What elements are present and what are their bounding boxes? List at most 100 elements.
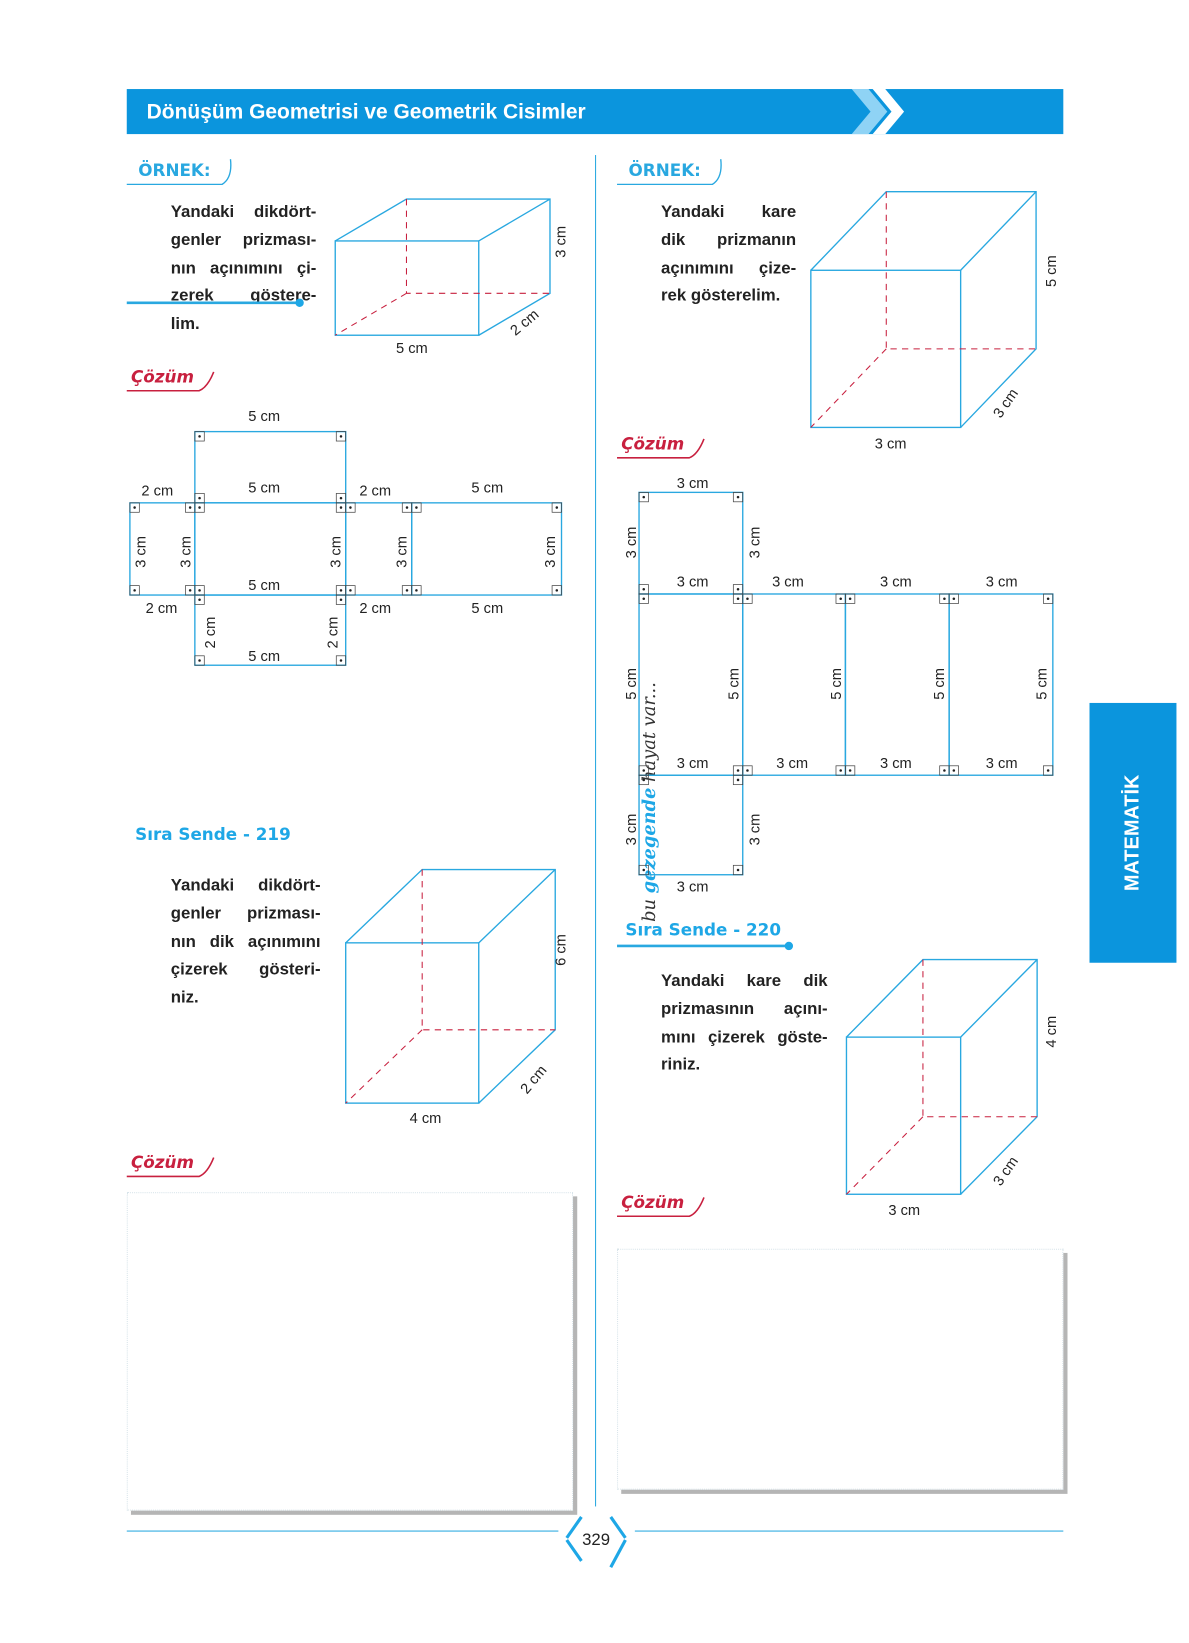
right-angle-icon — [939, 765, 950, 776]
right-angle-icon — [845, 593, 856, 604]
right-angle-icon — [194, 502, 205, 513]
right-angle-dot — [339, 598, 343, 602]
right-angle-dot — [198, 589, 201, 592]
right-angle-dot — [943, 597, 946, 600]
svg-text:3 cm: 3 cm — [328, 536, 344, 568]
svg-text:3 cm: 3 cm — [624, 814, 640, 846]
right-angle-icon — [835, 765, 846, 776]
dimension-label: 3 cm — [888, 1203, 920, 1219]
exercise-tag: Sıra Sende - 220 — [625, 919, 782, 940]
solution-tag: Çözüm — [621, 433, 685, 454]
right-angle-icon — [411, 585, 422, 596]
svg-text:3 cm: 3 cm — [776, 756, 808, 772]
right-angle-dot — [736, 495, 740, 499]
dimension-label: 3 cm — [875, 436, 907, 452]
svg-text:3 cm: 3 cm — [677, 476, 709, 492]
right-angle-dot — [943, 769, 946, 772]
svg-text:3 cm: 3 cm — [394, 536, 410, 568]
right-angle-icon — [194, 585, 205, 596]
svg-text:3 cm: 3 cm — [748, 527, 764, 559]
right-angle-icon — [335, 585, 347, 596]
right-angle-icon — [401, 585, 413, 596]
right-angle-dot — [642, 597, 646, 600]
right-angle-dot — [415, 589, 418, 592]
right-angle-icon — [185, 585, 196, 596]
net-face — [194, 594, 347, 666]
footer-line-right — [634, 1530, 1064, 1532]
prism-edges — [810, 191, 1037, 428]
answer-box-219[interactable] — [126, 1192, 574, 1511]
example-text: Yandaki dikdört-genler prizması-nın açın… — [170, 203, 317, 334]
right-angle-square — [411, 585, 422, 596]
right-angle-square — [129, 502, 140, 513]
right-angle-square — [638, 864, 649, 876]
right-angle-square — [194, 655, 205, 666]
svg-text:3 cm: 3 cm — [772, 575, 804, 591]
right-angle-square — [948, 593, 959, 604]
dimension-label: 2 cm — [518, 1063, 551, 1098]
right-angle-square — [194, 502, 205, 513]
right-angle-dot — [198, 659, 201, 662]
right-angle-square — [845, 765, 856, 776]
right-angle-icon — [638, 593, 649, 604]
example-tag: ÖRNEK: — [628, 160, 701, 181]
rectangular-prism — [845, 958, 1038, 1195]
right-angle-dot — [405, 506, 409, 509]
right-angle-icon — [345, 502, 356, 513]
svg-text:2 cm: 2 cm — [359, 601, 391, 617]
right-angle-icon — [551, 585, 562, 596]
prism-hidden-edges — [345, 869, 556, 1104]
right-angle-dot — [349, 506, 352, 509]
right-angle-dot — [839, 597, 842, 600]
right-angle-dot — [555, 589, 559, 592]
subject-side-tab: MATEMATİK — [1089, 702, 1177, 963]
right-angle-square — [742, 593, 753, 604]
net-face — [948, 593, 1054, 776]
right-angle-icon — [194, 594, 205, 605]
right-angle-square — [845, 593, 856, 604]
right-angle-dot — [642, 868, 646, 872]
prism-edges — [345, 868, 556, 1104]
dimension-label: 6 cm — [554, 934, 570, 966]
right-angle-icon — [742, 593, 753, 604]
right-angle-square — [129, 585, 140, 596]
right-angle-icon — [411, 502, 422, 513]
right-angle-icon — [948, 765, 959, 776]
right-angle-dot — [188, 506, 192, 509]
prism-edges — [845, 958, 1038, 1195]
net-face — [411, 502, 563, 596]
svg-text:3 cm: 3 cm — [748, 814, 764, 846]
right-angle-icon — [845, 765, 856, 776]
left-net-labels: 5 cm 2 cm 5 cm 2 cm 5 cm 3 cm 3 cm 3 cm … — [134, 409, 560, 665]
right-angle-icon — [835, 593, 846, 604]
right-angle-icon — [638, 774, 649, 786]
prism-edges — [334, 198, 551, 336]
svg-text:3 cm: 3 cm — [134, 536, 150, 568]
solution-tag: Çözüm — [621, 1192, 685, 1213]
right-angle-dot — [736, 769, 740, 772]
svg-text:3 cm: 3 cm — [677, 756, 709, 772]
right-angle-dot — [339, 506, 343, 509]
right-angle-dot — [198, 435, 201, 438]
chapter-header: Dönüşüm Geometrisi ve Geometrik Cisimler — [126, 89, 1064, 135]
rectangular-prism — [334, 198, 551, 336]
right-angle-icon — [638, 492, 649, 503]
svg-text:5 cm: 5 cm — [248, 578, 280, 594]
right-angle-square — [194, 594, 205, 605]
solution-tag: Çözüm — [130, 1152, 194, 1173]
svg-text:2 cm: 2 cm — [203, 617, 219, 649]
prism-hidden-edges — [810, 191, 1037, 428]
right-angle-icon — [732, 584, 744, 595]
right-angle-dot — [555, 506, 559, 509]
dimension-label: 4 cm — [410, 1111, 442, 1127]
right-angle-icon — [345, 585, 356, 596]
right-angle-icon — [939, 593, 950, 604]
right-angle-icon — [732, 774, 744, 786]
right-angle-dot — [736, 778, 740, 782]
svg-text:5 cm: 5 cm — [471, 480, 503, 496]
right-angle-dot — [1046, 769, 1050, 772]
right-angle-icon — [732, 593, 744, 604]
answer-box-220[interactable] — [617, 1248, 1064, 1490]
